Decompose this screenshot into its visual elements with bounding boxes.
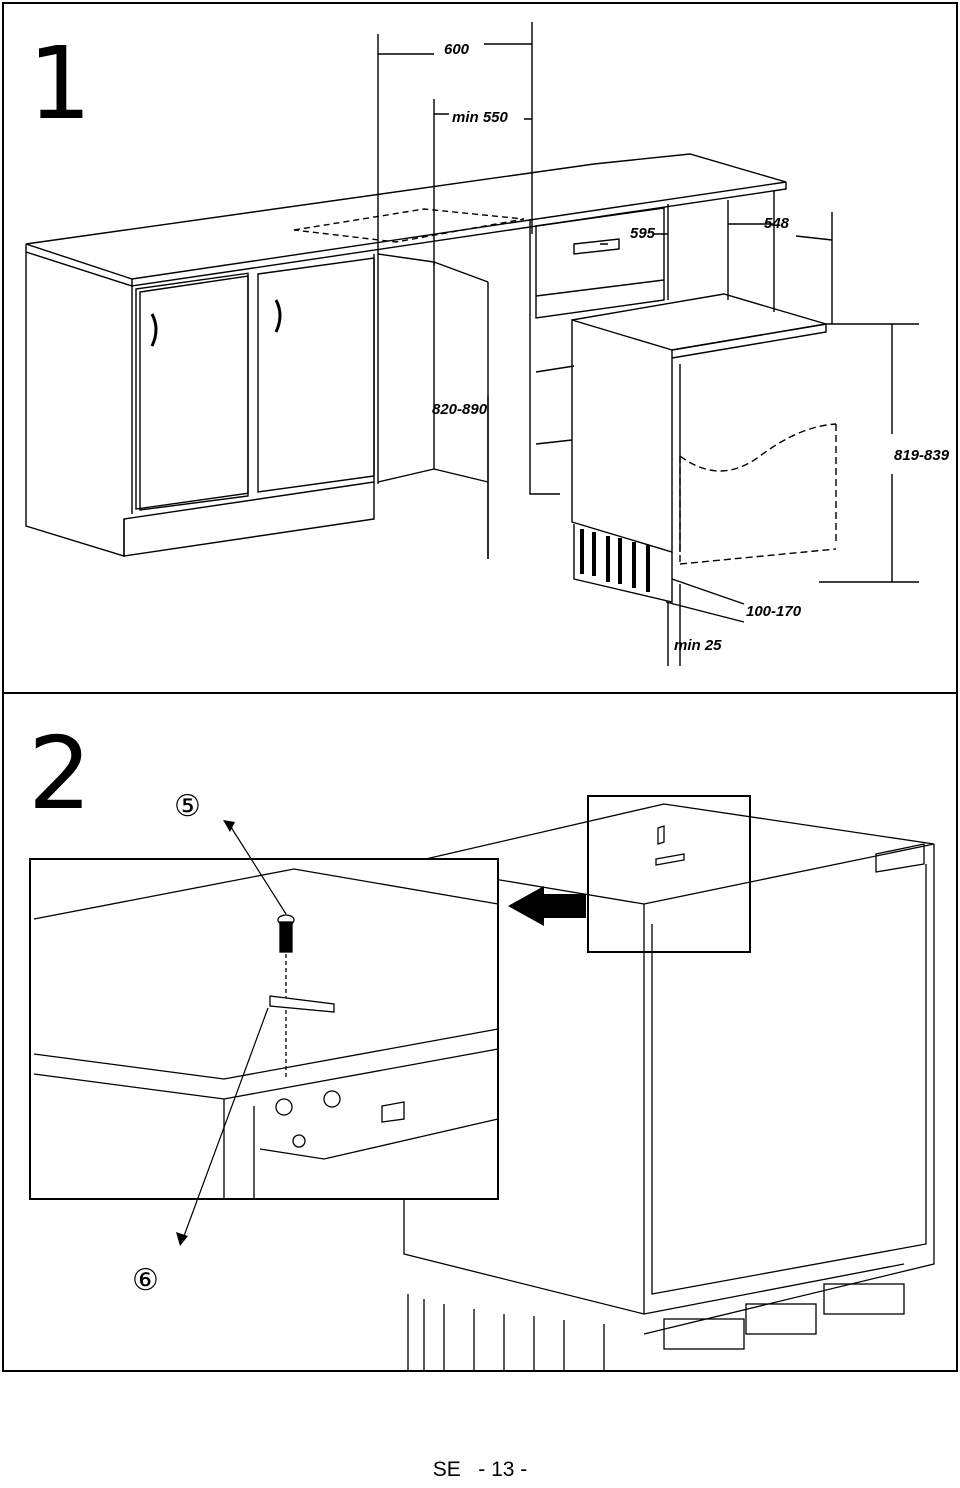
page-footer: SE - 13 -	[0, 1458, 960, 1482]
dim-niche-height: 820-890	[432, 401, 488, 418]
detail-inset	[29, 858, 499, 1200]
dim-width-cabinet: 600	[444, 41, 470, 58]
step-number: 1	[28, 25, 92, 142]
appliance-body	[571, 319, 673, 553]
dim-appliance-width: 595	[630, 225, 656, 242]
dim-plinth-depth: 100-170	[746, 603, 802, 620]
direction-arrow	[508, 886, 586, 926]
mounting-bracket-drawing: ⑤ ⑥	[29, 789, 935, 1370]
step-1-panel: 1	[2, 2, 958, 694]
screw-5	[279, 921, 293, 953]
left-cabinet	[25, 252, 375, 557]
callout-5: ⑤	[174, 789, 201, 824]
dim-appliance-depth: 548	[764, 215, 790, 232]
drawer-cabinet	[529, 219, 560, 495]
dim-appliance-height: 819-839	[894, 447, 950, 464]
step-2-panel: 2	[2, 692, 958, 1372]
footer-language: SE	[432, 1458, 461, 1481]
dim-min-depth: min 550	[452, 109, 509, 126]
niche	[377, 253, 435, 483]
callout-6: ⑥	[132, 1263, 159, 1298]
installation-dimension-drawing: 600 min 550 595 548 820-890 819-839 100-…	[25, 22, 950, 666]
bracket-6	[269, 995, 335, 1013]
detail-highlight-box	[587, 795, 751, 953]
footer-page-number: - 13 -	[478, 1458, 528, 1481]
dim-min-gap: min 25	[674, 637, 722, 654]
control-panel	[745, 1303, 817, 1335]
step-number: 2	[28, 715, 92, 832]
countertop	[25, 153, 787, 280]
